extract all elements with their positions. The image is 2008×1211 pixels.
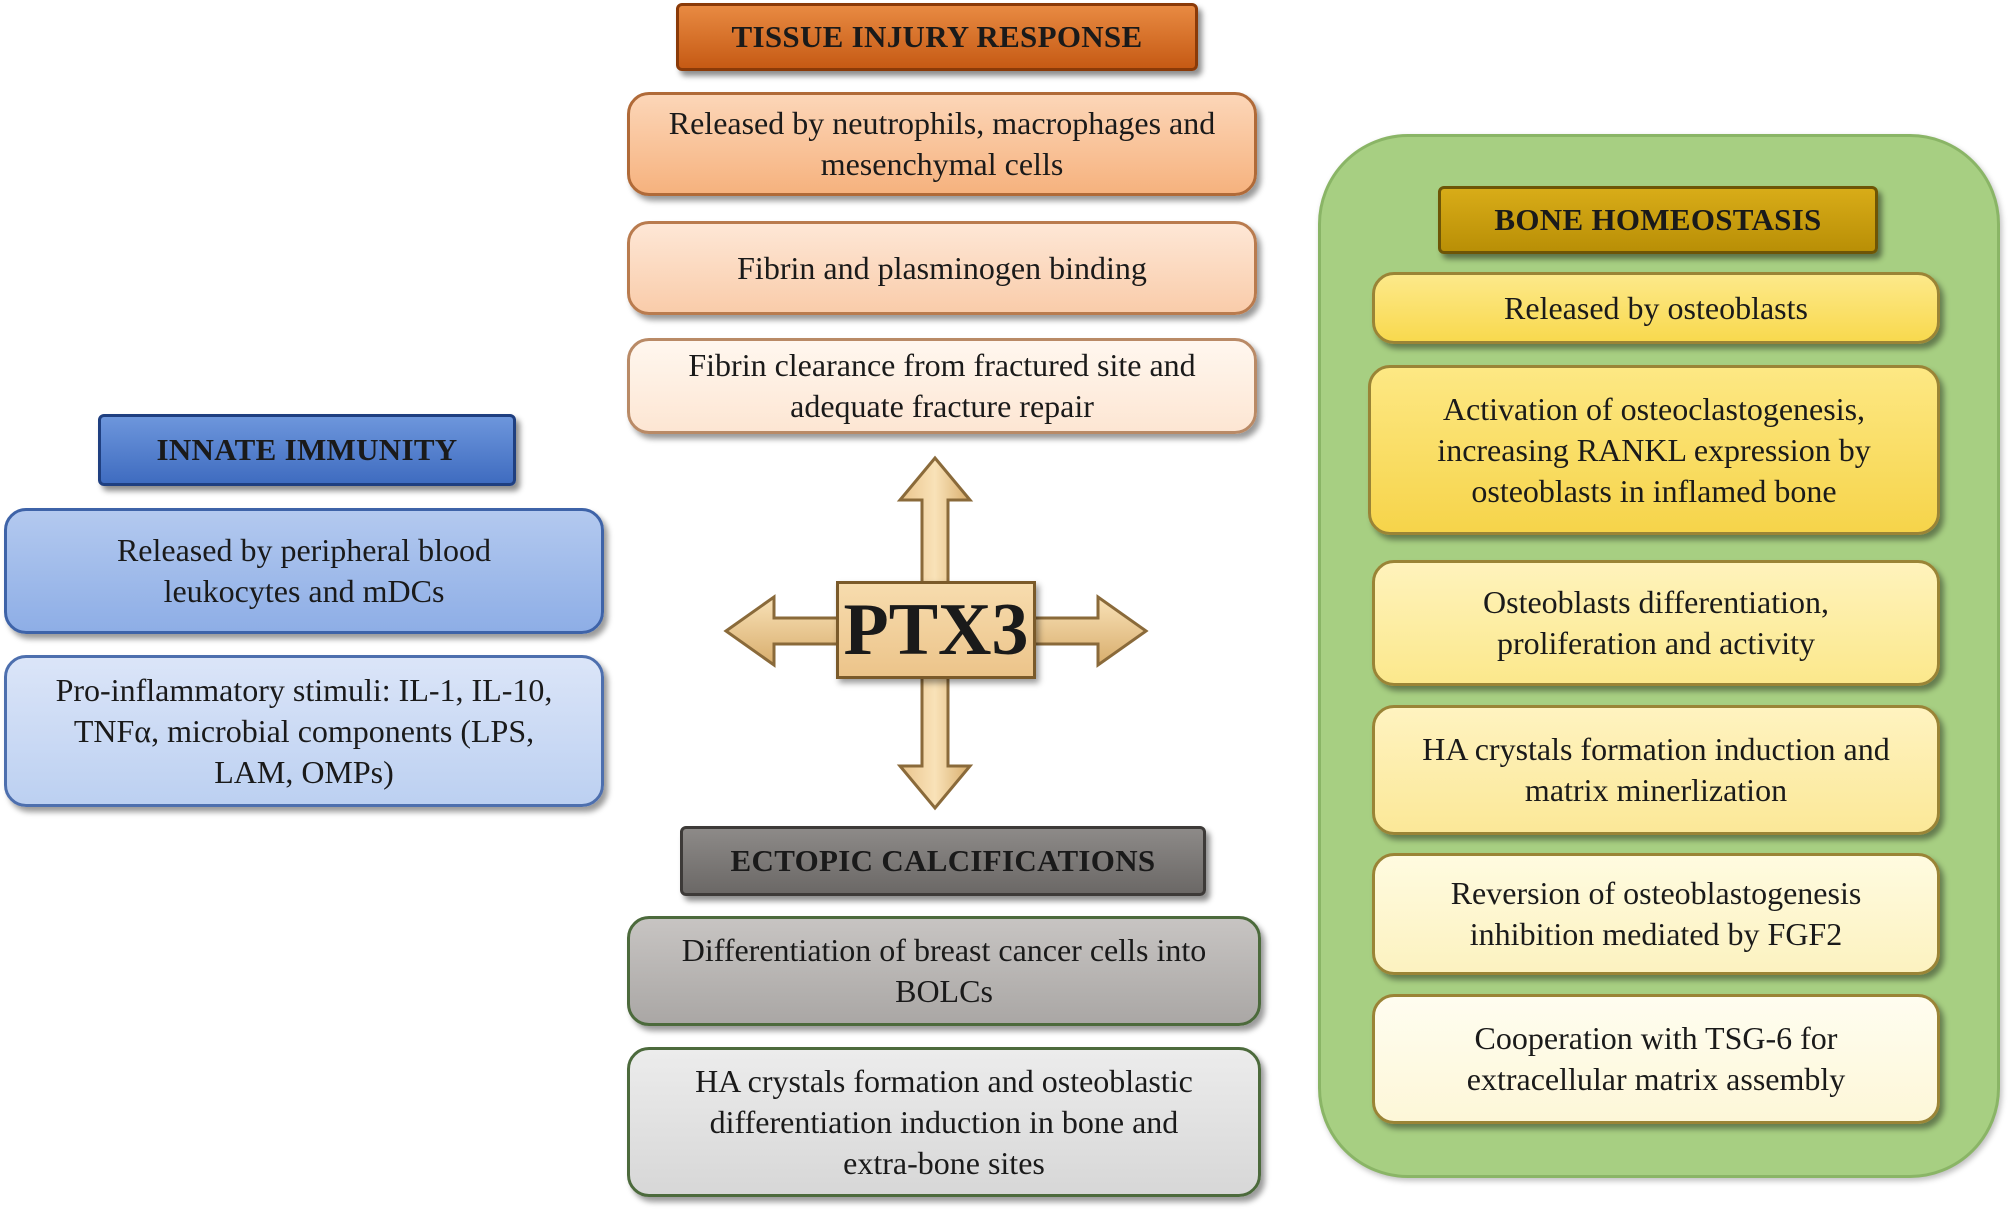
- bone-homeostasis-item-1: Released by osteoblasts: [1372, 272, 1940, 344]
- ectopic-calcifications-item-2: HA crystals formation and osteoblastic d…: [627, 1047, 1261, 1197]
- bone-homeostasis-item-5: Reversion of osteoblastogenesis inhibiti…: [1372, 853, 1940, 975]
- innate-immunity-item-1-line-1: Released by peripheral blood: [116, 532, 492, 568]
- bone-homeostasis-item-4: HA crystals formation induction and matr…: [1372, 705, 1940, 835]
- innate-immunity-title: INNATE IMMUNITY: [156, 432, 458, 467]
- tissue-injury-item-1-line-2: mesenchymal cells: [820, 146, 1064, 182]
- innate-immunity-item-2-line-3: LAM, OMPs): [214, 753, 394, 790]
- tissue-injury-title: TISSUE INJURY RESPONSE: [731, 19, 1143, 54]
- bone-homeostasis-item-2: Activation of osteoclastogenesis, increa…: [1368, 365, 1940, 535]
- tissue-injury-item-2: Fibrin and plasminogen binding: [627, 221, 1257, 315]
- ectopic-calcifications-title: ECTOPIC CALCIFICATIONS: [730, 843, 1156, 878]
- ectopic-calcifications-item-1-line-2: BOLCs: [895, 973, 993, 1009]
- ectopic-calcifications-item-1: Differentiation of breast cancer cells i…: [627, 916, 1261, 1026]
- bone-homeostasis-title: BONE HOMEOSTASIS: [1494, 202, 1822, 237]
- bone-homeostasis-item-4-line-1: HA crystals formation induction and: [1422, 731, 1890, 767]
- arrow-down-icon: [896, 668, 974, 811]
- bone-homeostasis-item-1-line-1: Released by osteoblasts: [1504, 289, 1808, 326]
- bone-homeostasis-item-4-line-2: matrix minerlization: [1524, 772, 1788, 808]
- arrow-up-icon: [896, 455, 974, 597]
- innate-immunity-header: INNATE IMMUNITY: [98, 414, 516, 486]
- bone-homeostasis-item-6: Cooperation with TSG-6 for extracellular…: [1372, 994, 1940, 1124]
- bone-homeostasis-item-3-line-1: Osteoblasts differentiation,: [1483, 584, 1829, 620]
- ptx3-label: PTX3: [836, 581, 1036, 679]
- ectopic-calcifications-item-2-line-2: differentiation induction in bone and: [709, 1103, 1179, 1140]
- bone-homeostasis-item-2-line-1: Activation of osteoclastogenesis,: [1442, 390, 1866, 427]
- bone-homeostasis-item-5-line-1: Reversion of osteoblastogenesis: [1450, 875, 1862, 911]
- ectopic-calcifications-item-1-line-1: Differentiation of breast cancer cells i…: [681, 932, 1207, 968]
- tissue-injury-item-3-line-1: Fibrin clearance from fractured site and: [688, 347, 1196, 383]
- ptx3-text: PTX3: [843, 588, 1029, 671]
- innate-immunity-item-1: Released by peripheral blood leukocytes …: [4, 508, 604, 634]
- tissue-injury-header: TISSUE INJURY RESPONSE: [676, 3, 1198, 71]
- arrow-left-icon: [723, 594, 842, 668]
- bone-homeostasis-item-6-line-1: Cooperation with TSG-6 for: [1474, 1020, 1838, 1056]
- bone-homeostasis-item-2-line-3: osteoblasts in inflamed bone: [1471, 472, 1837, 509]
- ectopic-calcifications-header: ECTOPIC CALCIFICATIONS: [680, 826, 1206, 896]
- innate-immunity-item-2-line-2: TNFα, microbial components (LPS,: [73, 712, 535, 749]
- innate-immunity-item-2-line-1: Pro-inflammatory stimuli: IL-1, IL-10,: [55, 671, 553, 708]
- bone-homeostasis-item-5-line-2: inhibition mediated by FGF2: [1469, 916, 1843, 952]
- innate-immunity-item-1-line-2: leukocytes and mDCs: [163, 573, 445, 609]
- tissue-injury-item-3: Fibrin clearance from fractured site and…: [627, 338, 1257, 434]
- tissue-injury-item-3-line-2: adequate fracture repair: [790, 388, 1094, 424]
- tissue-injury-item-2-line-1: Fibrin and plasminogen binding: [737, 249, 1147, 286]
- bone-homeostasis-item-2-line-2: increasing RANKL expression by: [1437, 431, 1871, 468]
- bone-homeostasis-item-6-line-2: extracellular matrix assembly: [1466, 1061, 1846, 1097]
- innate-immunity-item-2: Pro-inflammatory stimuli: IL-1, IL-10, T…: [4, 655, 604, 807]
- ectopic-calcifications-item-2-line-3: extra-bone sites: [843, 1144, 1045, 1181]
- tissue-injury-item-1-line-1: Released by neutrophils, macrophages and: [668, 105, 1216, 141]
- bone-homeostasis-item-3-line-2: proliferation and activity: [1496, 625, 1816, 661]
- bone-homeostasis-item-3: Osteoblasts differentiation, proliferati…: [1372, 560, 1940, 686]
- tissue-injury-item-1: Released by neutrophils, macrophages and…: [627, 92, 1257, 196]
- bone-homeostasis-header: BONE HOMEOSTASIS: [1438, 186, 1878, 254]
- ectopic-calcifications-item-2-line-1: HA crystals formation and osteoblastic: [695, 1062, 1193, 1099]
- arrow-right-icon: [1028, 594, 1149, 668]
